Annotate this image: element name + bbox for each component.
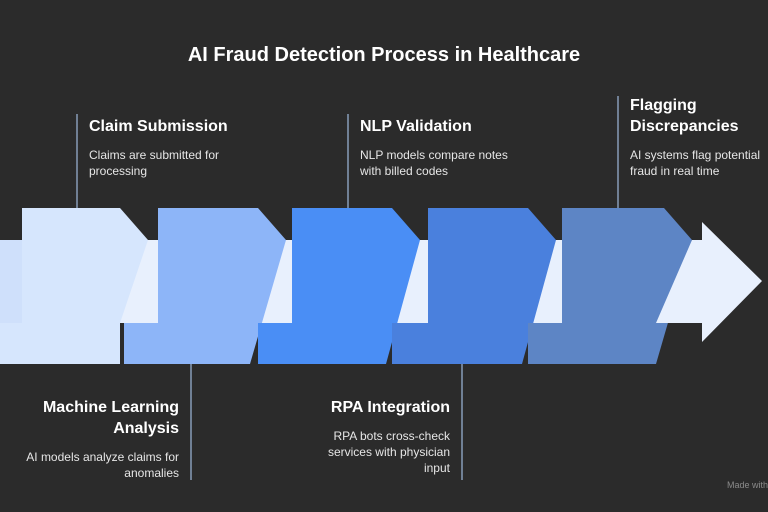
step-label-claim-submission: Claim Submission Claims are submitted fo…	[89, 116, 269, 179]
step-description: NLP models compare notes with billed cod…	[360, 148, 508, 178]
step-description: AI models analyze claims for anomalies	[26, 450, 179, 480]
diagram-title: AI Fraud Detection Process in Healthcare	[187, 44, 581, 66]
step-label-nlp-validation: NLP Validation NLP models compare notes …	[360, 116, 540, 179]
made-with-footer: Made with	[726, 480, 768, 490]
step-title: Flagging Discrepancies	[630, 97, 739, 135]
step-description: AI systems flag potential fraud in real …	[630, 148, 761, 178]
step-label-rpa-integration: RPA Integration RPA bots cross-check ser…	[300, 397, 450, 476]
step-description: RPA bots cross-check services with physi…	[327, 429, 450, 475]
step-title: Machine Learning Analysis	[42, 399, 179, 437]
step-shape-machine-learning	[124, 208, 286, 364]
step-label-flagging: Flagging Discrepancies AI systems flag p…	[630, 95, 768, 179]
final-arrow	[656, 222, 762, 342]
step-shape-flagging	[528, 208, 692, 364]
step-shape-rpa-integration	[392, 208, 556, 364]
step-shape-nlp-validation	[258, 208, 420, 364]
step-label-machine-learning: Machine Learning Analysis AI models anal…	[24, 397, 179, 481]
band-segment-start	[0, 240, 22, 323]
step-title: NLP Validation	[360, 118, 472, 135]
step-shape-claim-submission	[0, 208, 148, 364]
step-title: RPA Integration	[330, 399, 450, 416]
step-description: Claims are submitted for processing	[89, 148, 220, 178]
step-title: Claim Submission	[89, 118, 228, 135]
